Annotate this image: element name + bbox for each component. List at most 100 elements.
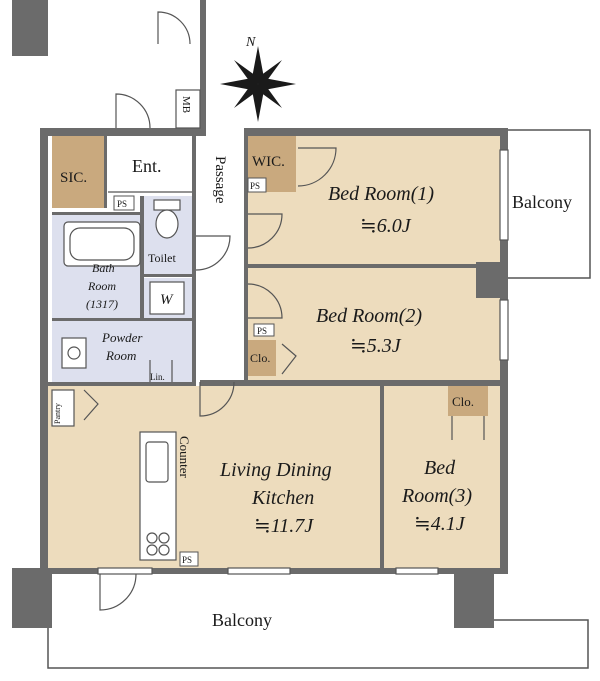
label-bathroom-line2: Room xyxy=(87,279,116,293)
window-bed1 xyxy=(499,149,509,241)
label-ps-kitchen: PS xyxy=(182,555,192,565)
label-bedroom1-area: ≒6.0J xyxy=(360,215,412,237)
label-ldk-line2: Kitchen xyxy=(251,487,314,509)
label-bedroom2-area: ≒5.3J xyxy=(350,335,402,357)
compass-label: N xyxy=(245,35,256,50)
stove-burner-icon-3 xyxy=(146,544,158,556)
label-sic: SIC. xyxy=(60,170,87,186)
doors xyxy=(83,11,485,611)
door-powder xyxy=(149,360,173,382)
wall-bed1-bed2 xyxy=(248,264,476,268)
column-bottom-right xyxy=(454,568,494,628)
door-ldk xyxy=(199,381,235,417)
ps-box-entrance xyxy=(113,195,135,211)
bathtub xyxy=(63,221,141,267)
bathtub-inner xyxy=(69,227,135,261)
compass-rose-icon xyxy=(220,46,296,122)
label-clo-bed3: Clo. xyxy=(452,394,474,409)
label-powder-line1: Powder xyxy=(101,330,143,345)
label-linen: Lin. xyxy=(150,372,165,382)
door-wic xyxy=(297,147,337,187)
stove-burner-icon xyxy=(146,532,158,544)
balconies xyxy=(47,129,591,669)
wall-toilet-washer xyxy=(144,274,192,277)
label-toilet: Toilet xyxy=(148,251,176,265)
bedroom3-floor xyxy=(384,386,500,568)
label-ps-bed2: PS xyxy=(257,326,267,336)
wall-bath-powder xyxy=(52,318,192,321)
fixtures xyxy=(51,89,201,561)
door-bed3-clo xyxy=(451,416,485,440)
sic-floor xyxy=(52,136,104,208)
label-bedroom3-line2: Room(3) xyxy=(401,485,472,507)
label-ldk-area: ≒11.7J xyxy=(254,515,314,537)
stove-burner-icon-4 xyxy=(158,544,170,556)
label-bathroom-line3: (1317) xyxy=(86,297,118,311)
door-clo-bed2 xyxy=(281,343,297,375)
label-passage: Passage xyxy=(212,156,228,204)
clo-bed2-floor xyxy=(248,340,276,376)
door-balcony xyxy=(99,573,137,611)
label-bedroom1-name: Bed Room(1) xyxy=(328,183,434,205)
door-bed2 xyxy=(247,283,283,319)
column-right-mid xyxy=(476,262,508,298)
ps-box-kitchen xyxy=(179,551,199,567)
label-counter: Counter xyxy=(177,436,192,479)
window-bed2 xyxy=(499,299,509,361)
balcony-south-outline xyxy=(47,619,589,669)
door-mb-upper xyxy=(157,11,191,45)
kitchen-sink-icon xyxy=(145,441,169,483)
mb-box xyxy=(175,89,201,129)
door-entrance xyxy=(115,93,151,129)
window-bed3 xyxy=(395,567,439,575)
ps-boxes xyxy=(113,177,275,567)
door-pantry xyxy=(83,389,99,421)
label-balcony-east: Balcony xyxy=(512,192,572,212)
sink-icon xyxy=(61,337,87,369)
wall-ldk-bed3 xyxy=(380,386,384,568)
windows xyxy=(97,149,509,575)
label-ps-wic: PS xyxy=(250,181,260,191)
wall-top-left xyxy=(40,128,204,136)
ps-box-bed2 xyxy=(253,323,275,337)
sink-basin-icon xyxy=(67,346,81,360)
label-washer: W xyxy=(160,292,174,308)
washer-box xyxy=(149,281,185,315)
label-clo-bed2: Clo. xyxy=(250,351,270,365)
window-ldk-2 xyxy=(227,567,291,575)
label-balcony-south: Balcony xyxy=(212,610,272,630)
wall-passage-left xyxy=(192,136,196,386)
wall-bath-toilet xyxy=(140,196,144,320)
wall-top-right xyxy=(244,128,508,136)
label-wic: WIC. xyxy=(252,154,285,170)
wall-mb-left xyxy=(200,0,206,136)
column-bottom-left xyxy=(12,568,52,628)
label-powder-line2: Room xyxy=(105,348,136,363)
label-ldk-line1: Living Dining xyxy=(219,459,332,481)
label-bedroom3-line1: Bed xyxy=(424,457,456,479)
wall-passage-right xyxy=(244,136,248,386)
wall-left xyxy=(40,128,48,572)
balcony-east-outline xyxy=(508,129,591,279)
label-bedroom3-area: ≒4.1J xyxy=(414,513,466,535)
ps-box-wic xyxy=(247,177,267,193)
window-ldk-1 xyxy=(97,567,153,575)
column-top-left xyxy=(12,0,48,56)
door-bed1 xyxy=(247,213,283,249)
label-bedroom2-name: Bed Room(2) xyxy=(316,305,422,327)
label-ps-entrance: PS xyxy=(117,199,127,209)
door-toilet xyxy=(195,235,231,271)
wall-bath-top xyxy=(52,212,140,215)
clo-bed3-floor xyxy=(448,386,488,416)
label-bathroom-line1: Bath xyxy=(92,261,115,275)
room-fills xyxy=(48,136,500,568)
label-pantry: Pantry xyxy=(53,403,62,424)
toilet-tank-icon xyxy=(153,199,181,211)
wall-bed2-ldk xyxy=(200,380,508,386)
label-entrance: Ent. xyxy=(132,156,162,176)
wall-left-zone xyxy=(48,382,196,386)
label-mb: MB xyxy=(180,96,192,113)
stove-burner-icon-2 xyxy=(158,532,170,544)
pantry-box xyxy=(51,389,75,427)
